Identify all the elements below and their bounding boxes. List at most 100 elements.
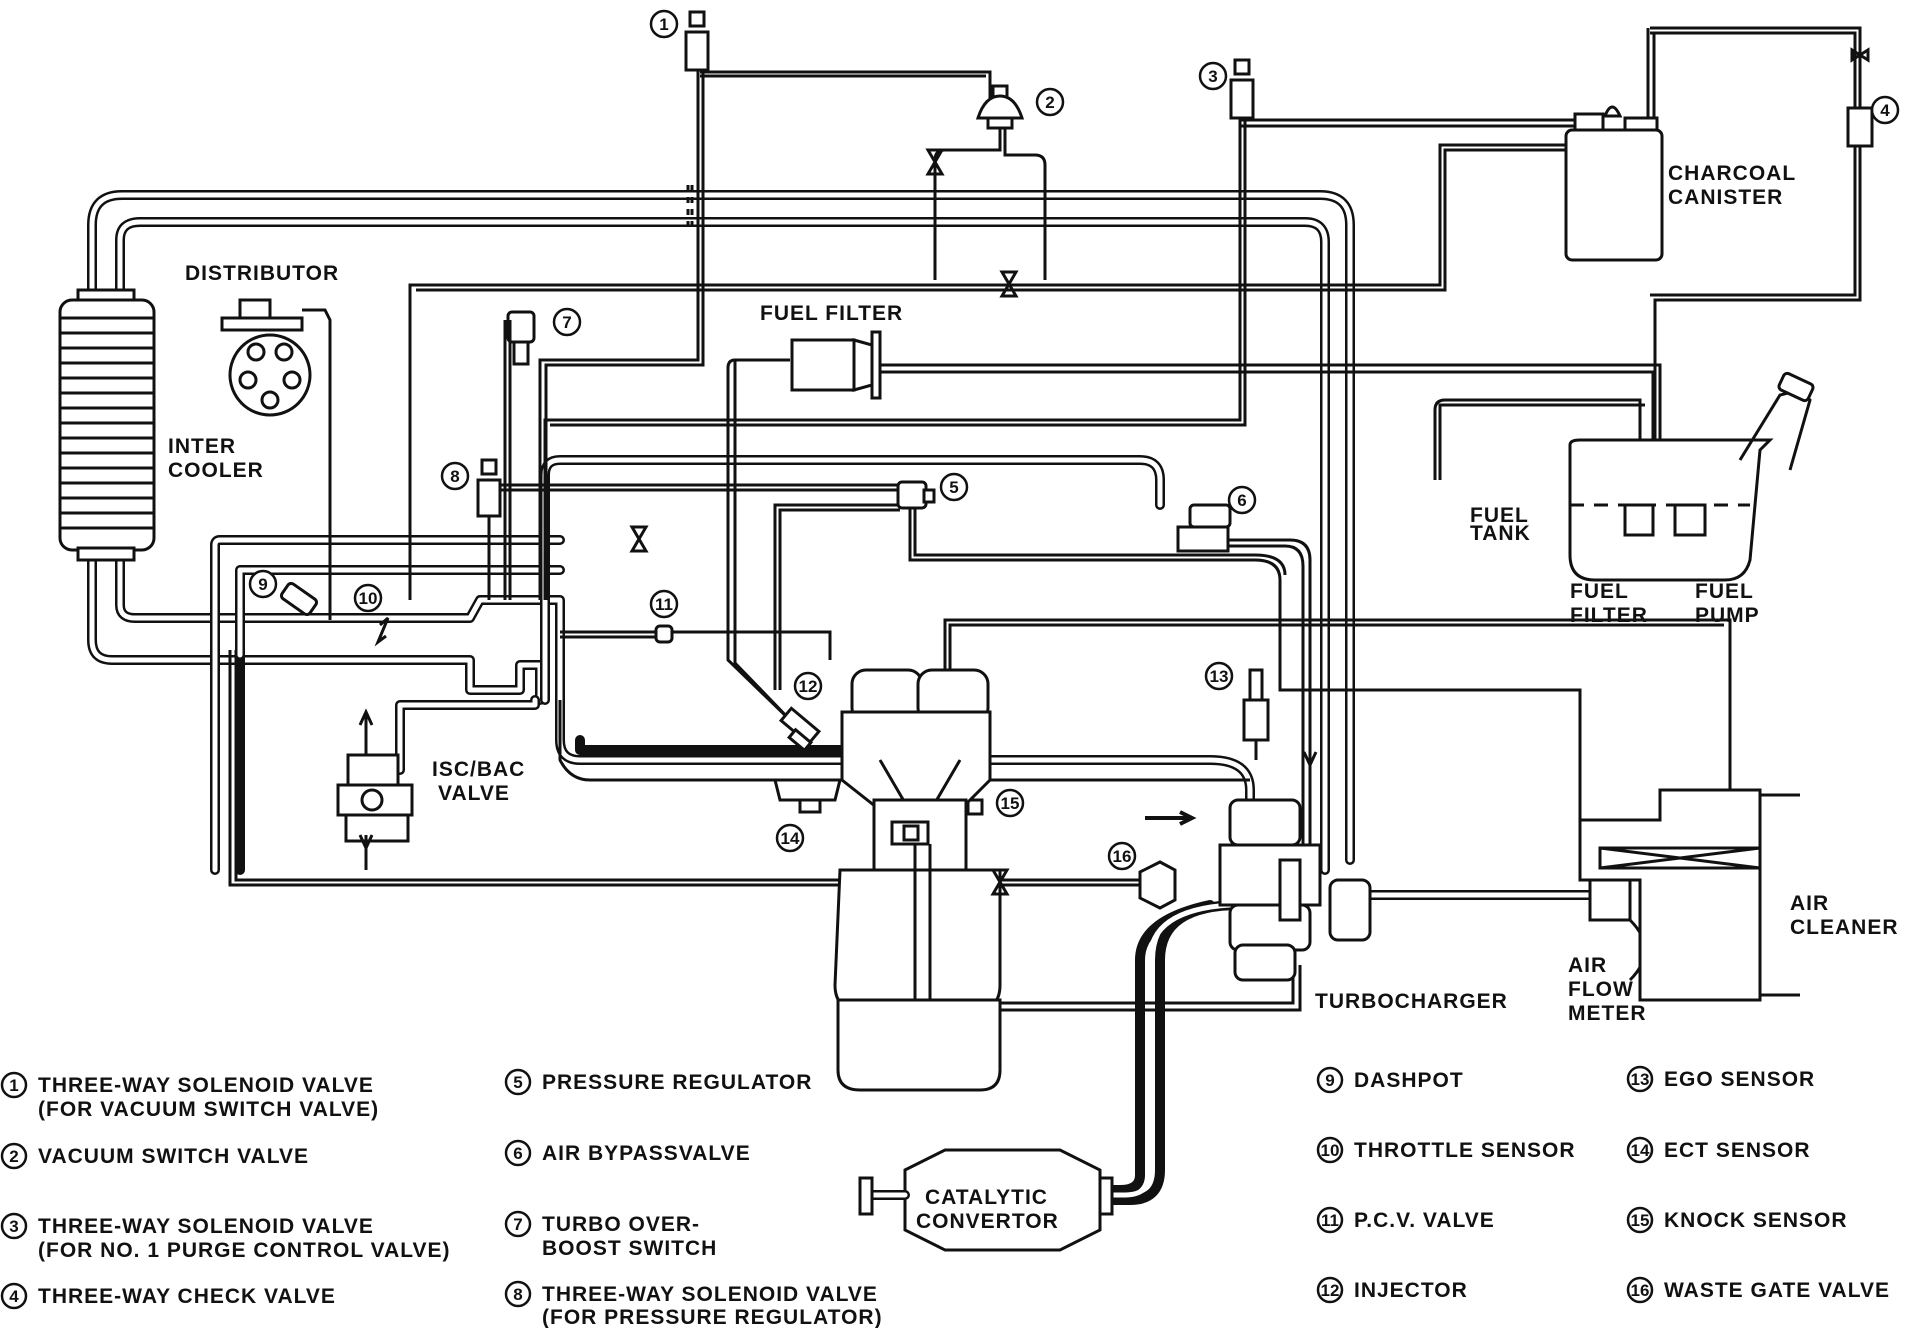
hose-network xyxy=(87,26,1862,1205)
charcoal-canister xyxy=(1564,105,1664,262)
label-isc-valve: VALVE xyxy=(438,782,510,805)
legend-item-14: 14 ECT SENSOR xyxy=(1626,1136,1811,1164)
label-air-flow-3: METER xyxy=(1568,1002,1647,1025)
three-way-solenoid-valve-8 xyxy=(476,458,502,600)
label-fuel-filter-tank-1: FUEL xyxy=(1570,580,1629,603)
legend-item-3: 3 THREE-WAY SOLENOID VALVE(FOR NO. 1 PUR… xyxy=(0,1212,451,1262)
svg-text:6: 6 xyxy=(513,1144,522,1163)
callout-10: 10 xyxy=(353,583,383,613)
svg-text:14: 14 xyxy=(1631,1141,1650,1160)
legend-item-8: 8 THREE-WAY SOLENOID VALVE(FOR PRESSURE … xyxy=(504,1280,882,1328)
callout-7: 7 xyxy=(552,307,582,337)
svg-text:8: 8 xyxy=(450,467,459,486)
engine-block xyxy=(833,668,1002,1092)
knock-sensor xyxy=(966,798,984,816)
label-catalytic: CATALYTIC xyxy=(925,1186,1048,1209)
pcv-valve xyxy=(654,624,674,644)
callout-8: 8 xyxy=(440,461,470,491)
fuel-tank xyxy=(1568,371,1815,582)
svg-text:12: 12 xyxy=(1321,1281,1340,1300)
svg-text:5: 5 xyxy=(513,1073,522,1092)
callout-1: 1 xyxy=(649,9,679,39)
svg-text:THREE-WAY SOLENOID VALVE: THREE-WAY SOLENOID VALVE xyxy=(542,1283,878,1306)
callout-13: 13 xyxy=(1204,661,1234,691)
label-air-cleaner: CLEANER xyxy=(1790,916,1899,939)
ego-sensor xyxy=(1242,668,1270,760)
legend-item-11: 11 P.C.V. VALVE xyxy=(1316,1206,1494,1234)
label-convertor: CONVERTOR xyxy=(916,1210,1059,1233)
vacuum-switch-valve xyxy=(975,84,1025,130)
svg-text:THREE-WAY SOLENOID VALVE: THREE-WAY SOLENOID VALVE xyxy=(38,1074,374,1097)
svg-text:11: 11 xyxy=(655,595,673,614)
label-distributor: DISTRIBUTOR xyxy=(185,262,339,285)
distributor xyxy=(220,298,332,620)
legend-item-15: 15 KNOCK SENSOR xyxy=(1626,1206,1848,1234)
svg-text:7: 7 xyxy=(562,313,571,332)
waste-gate-valve xyxy=(1138,860,1177,910)
svg-text:9: 9 xyxy=(258,575,267,594)
svg-text:12: 12 xyxy=(799,677,818,696)
label-canister: CANISTER xyxy=(1668,186,1783,209)
svg-text:7: 7 xyxy=(513,1215,522,1234)
svg-text:AIR BYPASSVALVE: AIR BYPASSVALVE xyxy=(542,1142,751,1165)
callout-9: 9 xyxy=(248,569,278,599)
callout-12: 12 xyxy=(793,671,823,701)
svg-text:BOOST SWITCH: BOOST SWITCH xyxy=(542,1237,717,1260)
legend-item-13: 13 EGO SENSOR xyxy=(1626,1065,1814,1093)
svg-text:ECT SENSOR: ECT SENSOR xyxy=(1664,1139,1811,1162)
svg-text:3: 3 xyxy=(1208,67,1217,86)
label-fuel-pump-1: FUEL xyxy=(1695,580,1754,603)
label-fuel-tank-2: TANK xyxy=(1470,522,1531,545)
svg-text:14: 14 xyxy=(781,829,800,848)
svg-text:WASTE GATE VALVE: WASTE GATE VALVE xyxy=(1664,1279,1890,1302)
legend-item-4: 4 THREE-WAY CHECK VALVE xyxy=(0,1282,335,1310)
callout-16: 16 xyxy=(1107,841,1137,871)
airflow-arrow xyxy=(1145,810,1197,826)
svg-text:2: 2 xyxy=(9,1147,18,1166)
svg-text:THREE-WAY SOLENOID VALVE: THREE-WAY SOLENOID VALVE xyxy=(38,1215,374,1238)
svg-text:15: 15 xyxy=(1001,794,1020,813)
legend-item-7: 7 TURBO OVER-BOOST SWITCH xyxy=(504,1210,717,1260)
label-air-1: AIR xyxy=(1790,892,1829,915)
callout-14: 14 xyxy=(775,823,805,853)
svg-text:11: 11 xyxy=(1321,1211,1339,1230)
label-turbocharger: TURBOCHARGER xyxy=(1315,990,1508,1013)
callout-5: 5 xyxy=(939,472,969,502)
svg-text:8: 8 xyxy=(513,1285,522,1304)
throttle-sensor xyxy=(374,616,390,647)
intercooler xyxy=(58,288,156,562)
air-bypass-valve xyxy=(1176,503,1232,553)
inline-restrictors xyxy=(629,148,1019,896)
svg-text:1: 1 xyxy=(9,1076,18,1095)
label-fuel-pump-2: PUMP xyxy=(1695,604,1760,627)
legend-item-6: 6 AIR BYPASSVALVE xyxy=(504,1139,751,1167)
svg-text:4: 4 xyxy=(9,1287,19,1306)
turbo-overboost-switch xyxy=(503,310,536,600)
svg-text:2: 2 xyxy=(1045,93,1054,112)
svg-text:KNOCK SENSOR: KNOCK SENSOR xyxy=(1664,1209,1848,1232)
ect-sensor xyxy=(773,778,842,814)
label-fuel-filter: FUEL FILTER xyxy=(760,302,903,325)
svg-text:10: 10 xyxy=(359,589,378,608)
svg-text:(FOR NO. 1 PURGE CONTROL VALVE: (FOR NO. 1 PURGE CONTROL VALVE) xyxy=(38,1239,451,1262)
svg-text:16: 16 xyxy=(1631,1281,1650,1300)
svg-text:INJECTOR: INJECTOR xyxy=(1354,1279,1468,1302)
legend-item-16: 16 WASTE GATE VALVE xyxy=(1626,1276,1890,1304)
svg-text:4: 4 xyxy=(1880,101,1890,120)
catalytic-convertor xyxy=(858,1148,1114,1252)
callout-15: 15 xyxy=(995,788,1025,818)
air-cleaner xyxy=(1578,788,1800,1002)
legend-item-9: 9 DASHPOT xyxy=(1316,1066,1463,1094)
legend-item-1: 1 THREE-WAY SOLENOID VALVE(FOR VACUUM SW… xyxy=(0,1071,378,1121)
label-air-flow-2: FLOW xyxy=(1568,978,1634,1001)
callout-6: 6 xyxy=(1227,485,1257,515)
svg-text:15: 15 xyxy=(1631,1211,1650,1230)
svg-text:1: 1 xyxy=(659,15,668,34)
turbocharger xyxy=(1218,740,1372,982)
callouts: 1 2 3 4 5 6 7 8 9 10 11 12 13 14 15 16 xyxy=(248,9,1900,871)
fuel-filter-main xyxy=(790,330,882,400)
callout-4: 4 xyxy=(1870,95,1900,125)
label-charcoal: CHARCOAL xyxy=(1668,162,1796,185)
three-way-solenoid-valve-3 xyxy=(1229,58,1255,120)
